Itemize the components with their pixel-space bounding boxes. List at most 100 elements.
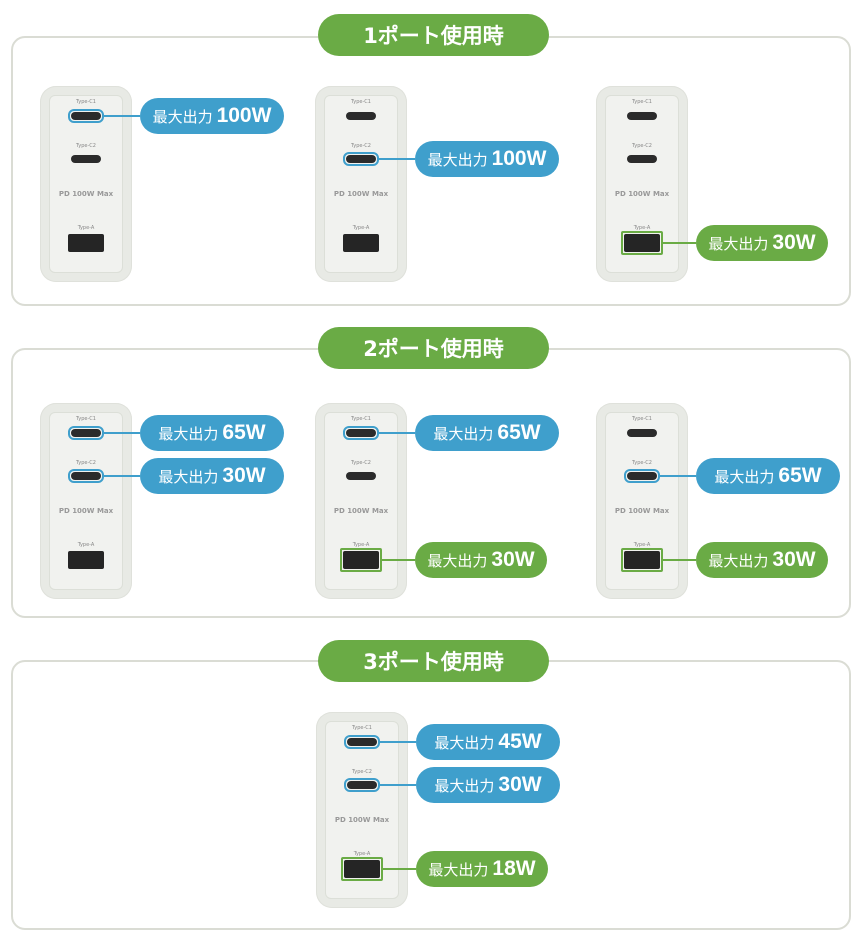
charger-rating: PD 100W Max: [58, 190, 114, 198]
usb-c-port-c2: [71, 155, 101, 163]
charger-rating: PD 100W Max: [58, 507, 114, 515]
port-label-c2: Type-C2: [352, 769, 372, 775]
output-prefix: 最大出力: [708, 551, 769, 570]
output-prefix: 最大出力: [714, 467, 775, 486]
port-label-c2: Type-C2: [351, 143, 371, 149]
connector-line: [383, 868, 416, 870]
active-port-highlight: [340, 548, 382, 572]
section-title: 2ポート使用時: [318, 327, 549, 369]
output-prefix: 最大出力: [434, 733, 495, 752]
usb-c-port-c2: [71, 472, 101, 480]
connector-line: [663, 242, 696, 244]
port-label-a: Type-A: [352, 542, 370, 548]
port-label-c2: Type-C2: [76, 460, 96, 466]
connector-line: [380, 741, 416, 743]
usb-c-port-c2: [627, 472, 657, 480]
connector-line: [104, 475, 140, 477]
port-label-c2: Type-C2: [76, 143, 96, 149]
port-label-a: Type-A: [633, 542, 651, 548]
output-value: 100W: [491, 147, 547, 170]
connector-line: [382, 559, 415, 561]
usb-a-port: [68, 234, 104, 252]
active-port-highlight: [621, 548, 663, 572]
usb-a-port: [344, 860, 380, 878]
section-title: 1ポート使用時: [318, 14, 549, 56]
output-value: 30W: [491, 548, 535, 571]
connector-line: [380, 784, 416, 786]
port-label-c1: Type-C1: [352, 725, 372, 731]
charger-face: [324, 95, 398, 273]
active-port-highlight: [621, 231, 663, 255]
output-prefix: 最大出力: [158, 424, 219, 443]
usb-c-port-c1: [347, 738, 377, 746]
connector-line: [660, 475, 696, 477]
port-label-c1: Type-C1: [351, 416, 371, 422]
usb-c-port-c1: [71, 429, 101, 437]
port-label-c1: Type-C1: [632, 99, 652, 105]
output-value: 45W: [498, 730, 542, 753]
output-value: 100W: [216, 104, 272, 127]
connector-line: [104, 432, 140, 434]
usb-c-port-c2: [346, 472, 376, 480]
usb-a-port: [624, 551, 660, 569]
active-port-highlight: [341, 857, 383, 881]
port-label-a: Type-A: [77, 225, 95, 231]
port-label-a: Type-A: [353, 851, 371, 857]
port-label-c1: Type-C1: [351, 99, 371, 105]
usb-c-port-c1: [346, 112, 376, 120]
active-port-highlight: [68, 426, 104, 440]
port-label-c1: Type-C1: [632, 416, 652, 422]
connector-line: [104, 115, 140, 117]
port-label-c2: Type-C2: [351, 460, 371, 466]
usb-a-port: [343, 234, 379, 252]
output-prefix: 最大出力: [152, 107, 213, 126]
port-label-a: Type-A: [77, 542, 95, 548]
active-port-highlight: [344, 778, 380, 792]
output-prefix: 最大出力: [433, 424, 494, 443]
usb-a-port: [624, 234, 660, 252]
port-label-c2: Type-C2: [632, 460, 652, 466]
output-value: 30W: [222, 464, 266, 487]
usb-c-port-c1: [627, 112, 657, 120]
usb-c-port-c2: [627, 155, 657, 163]
port-label-c1: Type-C1: [76, 416, 96, 422]
charger-rating: PD 100W Max: [614, 190, 670, 198]
output-value: 65W: [222, 421, 266, 444]
section-title: 3ポート使用時: [318, 640, 549, 682]
active-port-highlight: [343, 152, 379, 166]
output-prefix: 最大出力: [427, 551, 488, 570]
connector-line: [379, 432, 415, 434]
usb-a-port: [68, 551, 104, 569]
charger-rating: PD 100W Max: [614, 507, 670, 515]
port-label-a: Type-A: [352, 225, 370, 231]
output-value: 18W: [492, 857, 536, 880]
usb-c-port-c1: [71, 112, 101, 120]
active-port-highlight: [344, 735, 380, 749]
active-port-highlight: [624, 469, 660, 483]
output-prefix: 最大出力: [434, 776, 495, 795]
output-value: 30W: [772, 548, 816, 571]
output-value: 65W: [497, 421, 541, 444]
usb-c-port-c1: [346, 429, 376, 437]
output-prefix: 最大出力: [428, 860, 489, 879]
output-value: 65W: [778, 464, 822, 487]
port-label-c2: Type-C2: [632, 143, 652, 149]
